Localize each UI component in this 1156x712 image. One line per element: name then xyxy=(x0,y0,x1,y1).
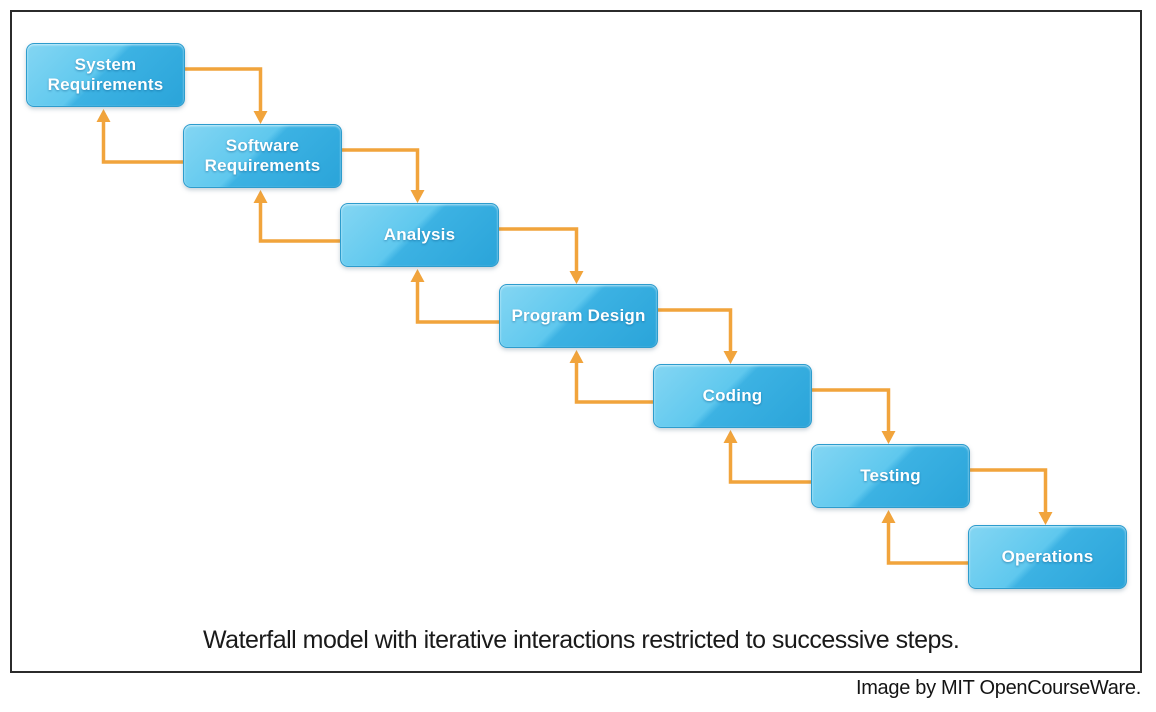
stage-label: System Requirements xyxy=(47,54,164,94)
stage-label: Operations xyxy=(1001,546,1094,566)
diagram-caption: Waterfall model with iterative interacti… xyxy=(203,626,960,654)
stage-box-software-requirements: Software Requirements xyxy=(183,124,342,188)
stage-box-coding: Coding xyxy=(653,364,812,428)
stage-label: Program Design xyxy=(511,305,646,325)
stage-label: Testing xyxy=(860,465,921,485)
stage-box-operations: Operations xyxy=(968,525,1127,589)
stage-label: Analysis xyxy=(383,224,456,244)
stage-box-analysis: Analysis xyxy=(340,203,499,267)
stage-box-system-requirements: System Requirements xyxy=(26,43,185,107)
stage-box-testing: Testing xyxy=(811,444,970,508)
stage-label: Coding xyxy=(702,385,763,405)
stage-label: Software Requirements xyxy=(204,135,321,175)
stage-box-program-design: Program Design xyxy=(499,284,658,348)
image-credit: Image by MIT OpenCourseWare. xyxy=(855,677,1141,699)
